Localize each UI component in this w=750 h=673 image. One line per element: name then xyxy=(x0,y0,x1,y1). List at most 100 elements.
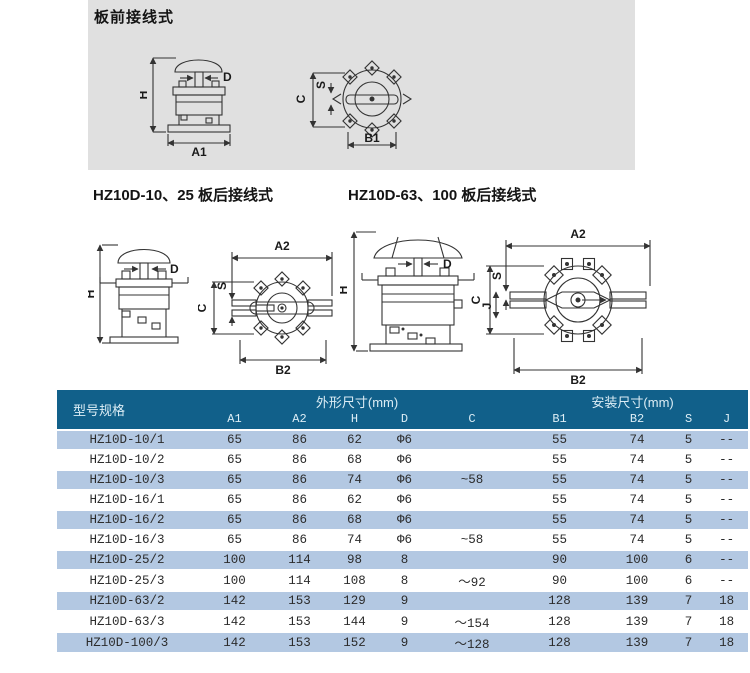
cell-j: 18 xyxy=(705,631,749,652)
column-header-c: C xyxy=(427,412,518,430)
column-header-model: 型号规格 xyxy=(57,390,197,430)
cell-h: 68 xyxy=(327,509,382,530)
cell-a1: 142 xyxy=(197,590,272,611)
cell-s: 5 xyxy=(672,469,706,490)
table-row: HZ10D-100/3 142 153 152 9 ～128 128 139 7… xyxy=(57,631,749,652)
cell-s: 5 xyxy=(672,449,706,470)
column-header-j: J xyxy=(705,412,749,430)
column-header-b1: B1 xyxy=(517,412,603,430)
cell-b1: 128 xyxy=(517,610,603,632)
table-row: HZ10D-63/3 142 153 144 9 ～154 128 139 7 … xyxy=(57,610,749,632)
cell-a1: 65 xyxy=(197,509,272,530)
rear-wiring-large-side-view-diagram: H D xyxy=(340,231,475,352)
rear-wiring-large-heading: HZ10D-63、100 板后接线式 xyxy=(348,187,537,204)
column-header-a2: A2 xyxy=(272,412,327,430)
cell-c xyxy=(427,590,518,611)
cell-a2: 86 xyxy=(272,489,327,510)
cell-s: 7 xyxy=(672,610,706,632)
cell-c xyxy=(427,429,518,450)
cell-a1: 65 xyxy=(197,449,272,470)
column-header-h: H xyxy=(327,412,382,430)
cell-model: HZ10D-10/1 xyxy=(57,429,197,450)
cell-h: 129 xyxy=(327,590,382,611)
cell-b2: 74 xyxy=(602,449,673,470)
cell-a2: 86 xyxy=(272,429,327,450)
cell-s: 5 xyxy=(672,429,706,450)
front-wiring-front-view-diagram: C S B1 xyxy=(295,60,413,149)
cell-a1: 100 xyxy=(197,549,272,570)
table-row: HZ10D-10/3 65 86 74 Φ6 ~58 55 74 5 -- xyxy=(57,469,749,490)
cell-j: -- xyxy=(705,529,749,550)
cell-s: 5 xyxy=(672,489,706,510)
terminal-blocks xyxy=(253,271,311,345)
rear-wiring-small-side-view-diagram: H D xyxy=(88,244,189,344)
cell-a2: 114 xyxy=(272,549,327,570)
cell-d: Φ6 xyxy=(382,509,427,530)
terminal-blocks xyxy=(342,60,402,138)
table-row: HZ10D-63/2 142 153 129 9 128 139 7 18 xyxy=(57,590,749,611)
cell-b2: 74 xyxy=(602,489,673,510)
cell-h: 144 xyxy=(327,610,382,632)
cell-s: 5 xyxy=(672,529,706,550)
cell-h: 152 xyxy=(327,631,382,652)
cell-d: 9 xyxy=(382,631,427,652)
cell-model: HZ10D-100/3 xyxy=(57,631,197,652)
dim-label-h: H xyxy=(340,286,350,295)
terminal-blocks xyxy=(544,257,612,343)
cell-b1: 55 xyxy=(517,509,603,530)
cell-j: 18 xyxy=(705,610,749,632)
column-header-d: D xyxy=(382,412,427,430)
table-row: HZ10D-16/1 65 86 62 Φ6 55 74 5 -- xyxy=(57,489,749,510)
cell-b2: 100 xyxy=(602,549,673,570)
cell-a2: 86 xyxy=(272,529,327,550)
cell-b2: 139 xyxy=(602,590,673,611)
cell-h: 98 xyxy=(327,549,382,570)
rear-wiring-large-front-view-diagram: A2 C S J B2 xyxy=(470,227,651,387)
cell-b1: 55 xyxy=(517,529,603,550)
cell-s: 7 xyxy=(672,631,706,652)
dim-label-b2: B2 xyxy=(570,373,586,387)
cell-s: 6 xyxy=(672,569,706,591)
group-header-outer-dimensions: 外形尺寸(mm) xyxy=(197,390,518,412)
cell-c: ～92 xyxy=(427,569,518,591)
cell-d: 9 xyxy=(382,590,427,611)
cell-b2: 139 xyxy=(602,631,673,652)
cell-s: 7 xyxy=(672,590,706,611)
cell-b1: 55 xyxy=(517,429,603,450)
cell-a2: 114 xyxy=(272,569,327,591)
cell-h: 62 xyxy=(327,429,382,450)
dim-label-c: C xyxy=(295,94,308,103)
cell-a1: 100 xyxy=(197,569,272,591)
spec-table: 型号规格 外形尺寸(mm) 安装尺寸(mm) A1 A2 H D C B1 B2… xyxy=(57,390,749,652)
cell-model: HZ10D-16/1 xyxy=(57,489,197,510)
dim-label-a1: A1 xyxy=(191,145,207,159)
cell-j: 18 xyxy=(705,590,749,611)
cell-a2: 86 xyxy=(272,469,327,490)
cell-h: 68 xyxy=(327,449,382,470)
cell-b2: 74 xyxy=(602,509,673,530)
table-row: HZ10D-16/3 65 86 74 Φ6 ~58 55 74 5 -- xyxy=(57,529,749,550)
cell-model: HZ10D-25/3 xyxy=(57,569,197,591)
cell-d: Φ6 xyxy=(382,449,427,470)
cell-b1: 55 xyxy=(517,469,603,490)
cell-a2: 86 xyxy=(272,509,327,530)
cell-c xyxy=(427,549,518,570)
cell-model: HZ10D-10/2 xyxy=(57,449,197,470)
cell-model: HZ10D-16/2 xyxy=(57,509,197,530)
cell-h: 74 xyxy=(327,529,382,550)
cell-b2: 100 xyxy=(602,569,673,591)
cell-d: Φ6 xyxy=(382,529,427,550)
cell-a1: 65 xyxy=(197,469,272,490)
dim-label-c: C xyxy=(198,303,209,312)
dim-label-h: H xyxy=(88,290,97,299)
dim-label-c: C xyxy=(470,295,483,304)
cell-h: 62 xyxy=(327,489,382,510)
table-row: HZ10D-25/2 100 114 98 8 90 100 6 -- xyxy=(57,549,749,570)
table-row: HZ10D-25/3 100 114 108 8 ～92 90 100 6 -- xyxy=(57,569,749,591)
table-row: HZ10D-16/2 65 86 68 Φ6 55 74 5 -- xyxy=(57,509,749,530)
cell-j: -- xyxy=(705,469,749,490)
dim-label-s: S xyxy=(314,81,328,89)
cell-s: 6 xyxy=(672,549,706,570)
column-header-b2: B2 xyxy=(602,412,673,430)
